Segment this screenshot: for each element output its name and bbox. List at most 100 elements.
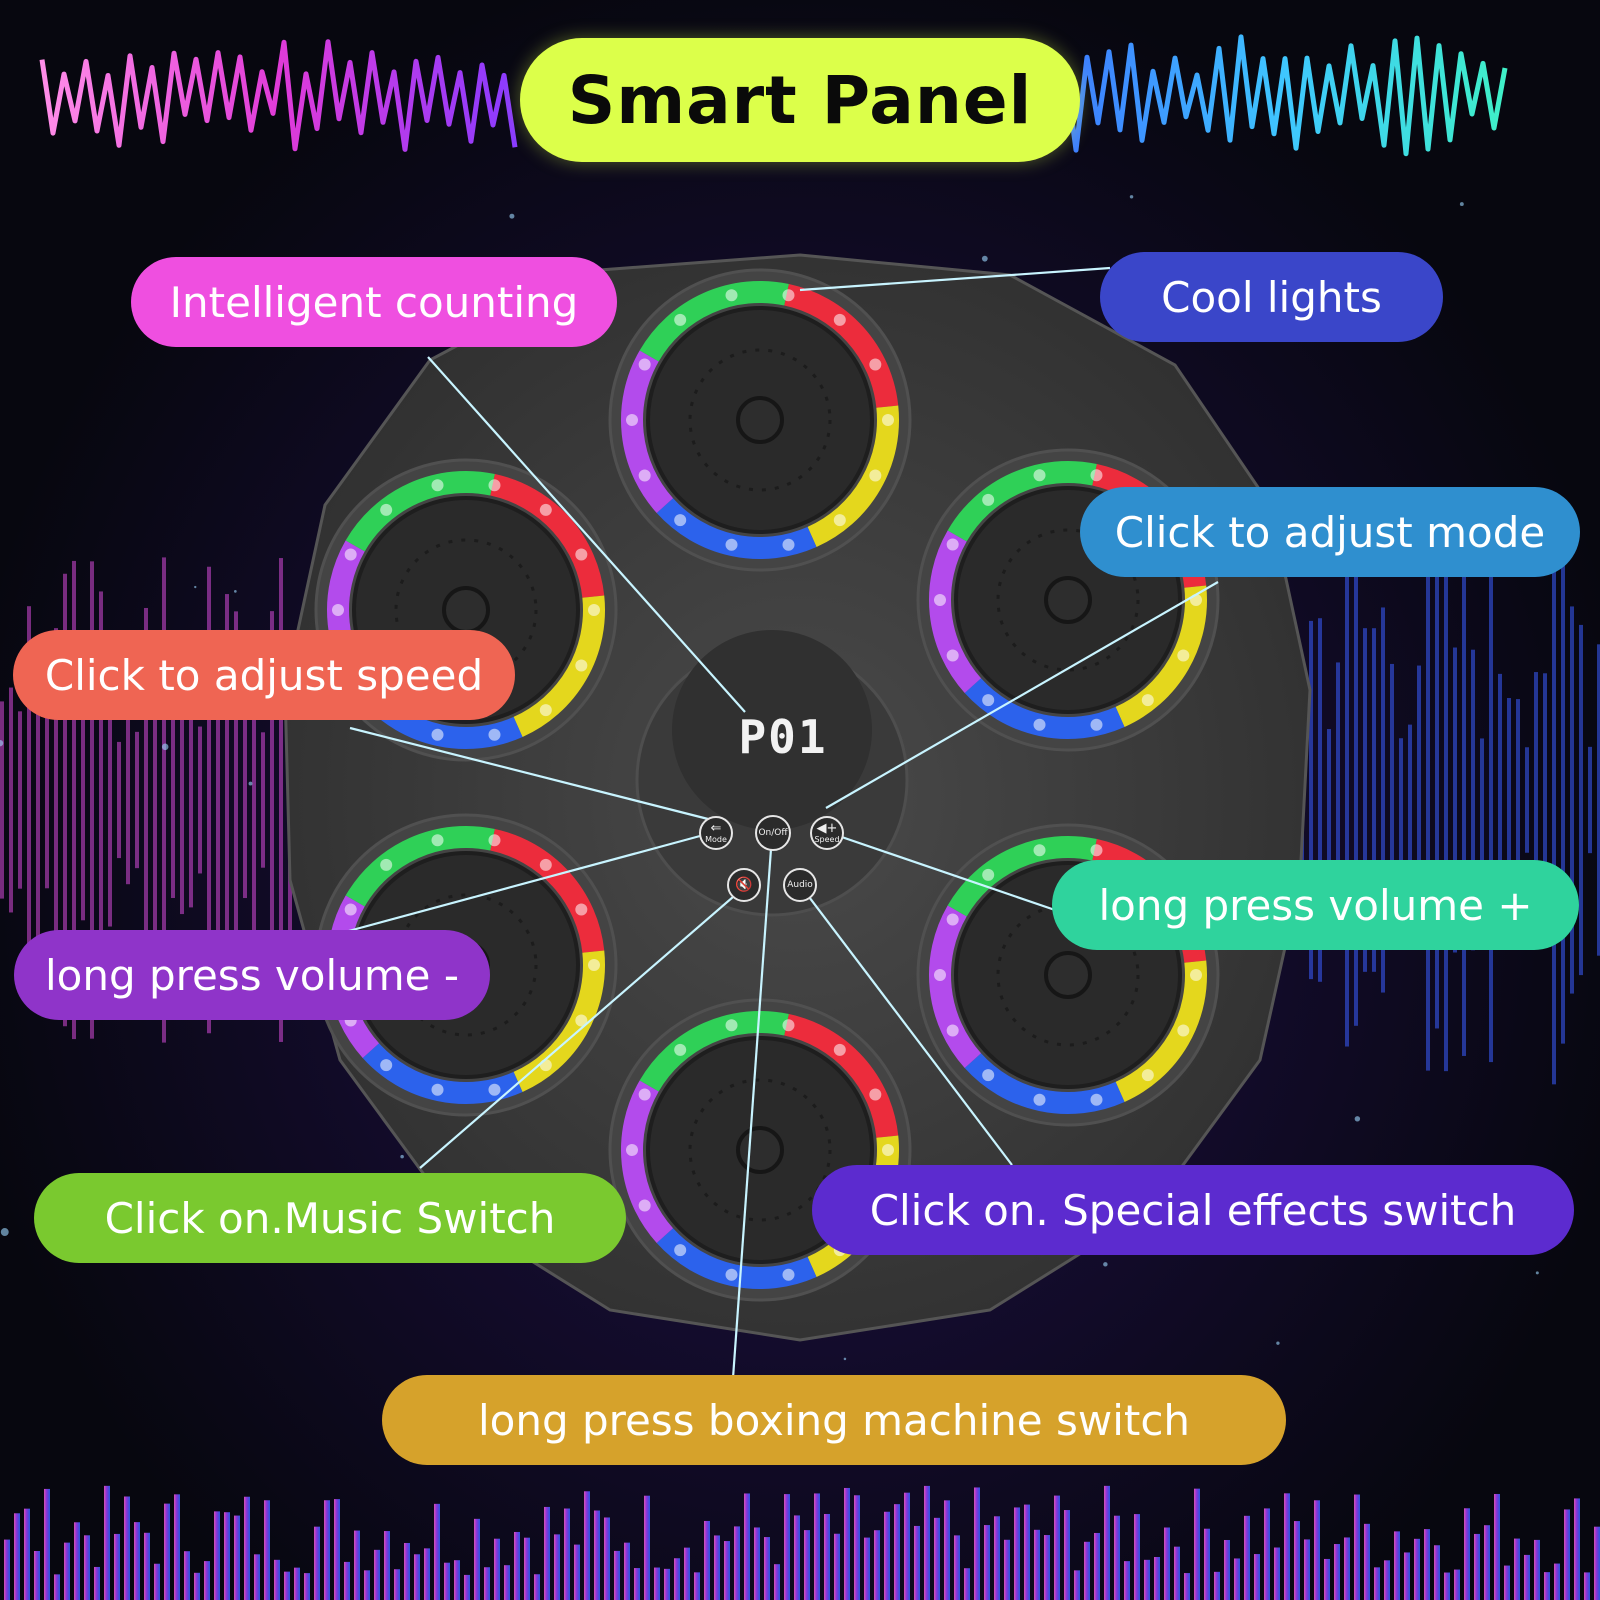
led-dot bbox=[539, 1059, 552, 1072]
equalizer-bar bbox=[374, 1549, 380, 1600]
equalizer-bar bbox=[1084, 1541, 1090, 1600]
pad-center bbox=[442, 586, 490, 634]
led-dot bbox=[1033, 469, 1046, 482]
led-dot bbox=[882, 1144, 894, 1156]
equalizer-bar bbox=[744, 1493, 750, 1600]
equalizer-bar bbox=[1390, 663, 1394, 937]
led-dot bbox=[869, 358, 882, 371]
equalizer-bar bbox=[854, 1495, 860, 1600]
equalizer-bar bbox=[1244, 1515, 1250, 1600]
led-dot bbox=[488, 834, 501, 847]
equalizer-bar bbox=[684, 1547, 690, 1600]
equalizer-bar bbox=[914, 1525, 920, 1600]
equalizer-bar bbox=[1594, 1526, 1600, 1600]
led-dot bbox=[488, 1083, 501, 1096]
equalizer-bar bbox=[162, 557, 166, 1043]
equalizer-bar bbox=[1334, 1544, 1340, 1600]
equalizer-bar bbox=[554, 1534, 560, 1600]
equalizer-bar bbox=[1552, 515, 1556, 1085]
equalizer-bar bbox=[1394, 1531, 1400, 1600]
mode-button[interactable]: ⇐ Mode bbox=[699, 816, 733, 850]
sparkle-dot bbox=[981, 255, 988, 262]
sparkle-dot bbox=[509, 213, 515, 219]
equalizer-bar bbox=[1408, 724, 1412, 876]
sparkle-dot bbox=[1129, 195, 1134, 199]
led-dot bbox=[1090, 1093, 1103, 1106]
equalizer-bar bbox=[1444, 1572, 1450, 1600]
led-dot bbox=[431, 1083, 444, 1096]
led-dot bbox=[1190, 969, 1202, 981]
led-dot bbox=[982, 868, 995, 881]
sparkle-dot bbox=[161, 743, 169, 751]
equalizer-bar bbox=[1224, 1539, 1230, 1600]
leader-effects-switch bbox=[799, 884, 1013, 1166]
equalizer-bar bbox=[874, 1530, 880, 1600]
equalizer-bar bbox=[1294, 1521, 1300, 1600]
pad-dimple-ring bbox=[688, 1078, 832, 1222]
led-dot bbox=[638, 1199, 651, 1212]
sparkle-dot bbox=[234, 590, 237, 593]
equalizer-bar bbox=[384, 1531, 390, 1600]
callout-power-switch: long press boxing machine switch bbox=[382, 1375, 1286, 1465]
led-dot bbox=[344, 903, 357, 916]
equalizer-bar bbox=[1384, 1560, 1390, 1600]
equalizer-bar bbox=[9, 687, 13, 913]
led-ring-segment bbox=[345, 826, 495, 907]
equalizer-bar bbox=[1453, 647, 1457, 953]
led-dot bbox=[1090, 718, 1103, 731]
equalizer-bar bbox=[1324, 1558, 1330, 1600]
audio-button[interactable]: Audio bbox=[783, 868, 817, 902]
led-dot bbox=[588, 604, 600, 616]
equalizer-bar bbox=[964, 1568, 970, 1600]
equalizer-bar bbox=[214, 1511, 220, 1600]
callout-music-switch-text: Click on.Music Switch bbox=[104, 1193, 556, 1243]
equalizer-bar bbox=[1284, 1493, 1290, 1600]
pad-dimple-ring bbox=[996, 528, 1140, 672]
led-dot bbox=[946, 913, 959, 926]
led-dot bbox=[1177, 1024, 1190, 1037]
equalizer-bar bbox=[864, 1537, 870, 1600]
leader-power-switch bbox=[731, 834, 774, 1379]
equalizer-bar bbox=[404, 1542, 410, 1600]
pad-dimple-ring bbox=[688, 348, 832, 492]
equalizer-bar bbox=[99, 591, 103, 1009]
sparkle-dot bbox=[843, 1357, 847, 1361]
page-title: Smart Panel bbox=[567, 61, 1033, 139]
led-ring-segment bbox=[947, 461, 1097, 542]
sparkle-dot bbox=[248, 781, 253, 786]
equalizer-bar bbox=[1024, 1504, 1030, 1600]
equalizer-bar bbox=[164, 1503, 170, 1600]
equalizer-bar bbox=[754, 1527, 760, 1600]
led-dot bbox=[1090, 469, 1103, 482]
equalizer-bar bbox=[74, 1522, 80, 1600]
equalizer-bar bbox=[134, 1522, 140, 1600]
mute-button[interactable]: 🔇 bbox=[727, 868, 761, 902]
equalizer-bar bbox=[1304, 1539, 1310, 1600]
speed-button[interactable]: ◀+ Speed bbox=[810, 816, 844, 850]
led-ring-segment bbox=[639, 281, 789, 362]
equalizer-bar bbox=[904, 1492, 910, 1600]
equalizer-bar bbox=[171, 702, 175, 898]
callout-intelligent-counting-text: Intelligent counting bbox=[169, 277, 579, 327]
led-ring-segment bbox=[490, 829, 605, 953]
equalizer-bar bbox=[1534, 672, 1538, 928]
led-dot bbox=[934, 594, 946, 606]
equalizer-bar bbox=[844, 1487, 850, 1600]
equalizer-bar bbox=[45, 711, 49, 889]
led-dot bbox=[782, 1268, 795, 1281]
led-dot bbox=[833, 1043, 846, 1056]
led-dot bbox=[332, 604, 344, 616]
power-button[interactable]: On/Off bbox=[755, 815, 791, 851]
equalizer-bar bbox=[1471, 649, 1475, 951]
led-ring-segment bbox=[513, 595, 605, 737]
callout-power-switch-text: long press boxing machine switch bbox=[477, 1395, 1191, 1445]
equalizer-bar bbox=[1114, 1515, 1120, 1600]
equalizer-bar bbox=[1164, 1527, 1170, 1600]
equalizer-bar bbox=[1404, 1552, 1410, 1600]
equalizer-bar bbox=[824, 1513, 830, 1600]
equalizer-bar bbox=[974, 1487, 980, 1600]
equalizer-bar bbox=[734, 1526, 740, 1600]
sparkle-dot bbox=[1354, 1116, 1361, 1122]
equalizer-bar bbox=[994, 1516, 1000, 1600]
